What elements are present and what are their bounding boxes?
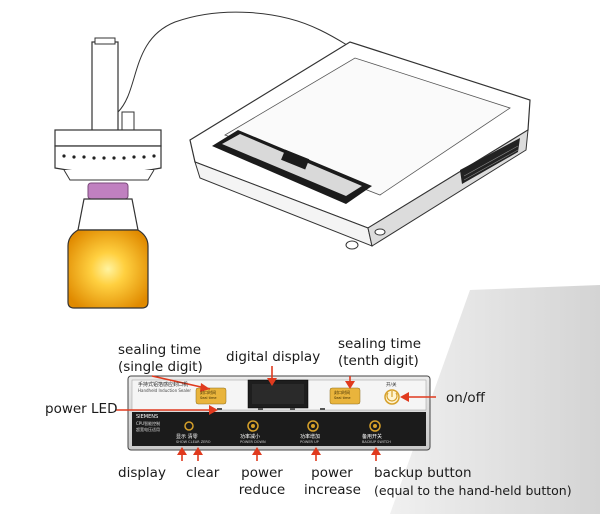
label-sealing-time-single-1: sealing time [118, 342, 202, 358]
onoff-cn: 开/关 [386, 383, 397, 388]
label-sealing-time-tenth-1: sealing time [338, 336, 422, 352]
seal-box-left-en: Seal time [200, 396, 217, 400]
btn-reduce-en: POWER DOWN [240, 440, 266, 444]
label-on-off: on/off [446, 390, 485, 406]
btn-increase-en: POWER UP [300, 440, 319, 444]
panel-title-cn: 手持式铝箔感应封口机 [138, 382, 189, 388]
btn-reduce-cn: 功率减小 [240, 434, 261, 440]
btn-backup-en: BACKUP SWITCH [362, 440, 391, 444]
panel-line-2: 超宽电压适用 [136, 427, 160, 432]
btn-display-clear-cn: 显示 清零 [176, 434, 198, 440]
btn-display-clear-en: SHOW CLEAR ZERO [176, 440, 211, 444]
handheld-sealer [54, 37, 162, 181]
label-power-led: power LED [45, 401, 118, 417]
label-power-increase-2: increase [304, 482, 361, 498]
brand-text: SIEMENS [136, 414, 159, 420]
seal-box-right-cn: 封口时间 [334, 390, 350, 395]
btn-backup-cn: 备用开关 [362, 434, 383, 440]
label-backup-2: (equal to the hand-held button) [374, 483, 572, 498]
base-machine [189, 41, 531, 250]
seal-box-right-en: Seal time [334, 396, 351, 400]
btn-increase-cn: 功率增加 [300, 434, 321, 440]
annotation-arrows [116, 366, 436, 461]
label-sealing-time-single-2: (single digit) [118, 359, 203, 375]
label-digital-display: digital display [226, 349, 321, 365]
label-clear: clear [186, 465, 220, 481]
background-shape [390, 285, 600, 514]
label-sealing-time-tenth-2: (tenth digit) [338, 353, 419, 369]
panel-line-1: CPU智能控制 [136, 421, 161, 426]
label-power-reduce-2: reduce [238, 482, 286, 498]
label-power-reduce-1: power [241, 465, 283, 481]
power-cable [117, 11, 373, 113]
label-power-increase-1: power [311, 465, 353, 481]
panel-title-en: Handheld Induction Sealer [138, 388, 192, 393]
control-panel [127, 375, 431, 451]
label-display: display [118, 465, 166, 481]
label-backup-1: backup button [374, 465, 472, 481]
seal-box-left-cn: 封口时间 [200, 390, 216, 395]
bottle [67, 182, 149, 309]
